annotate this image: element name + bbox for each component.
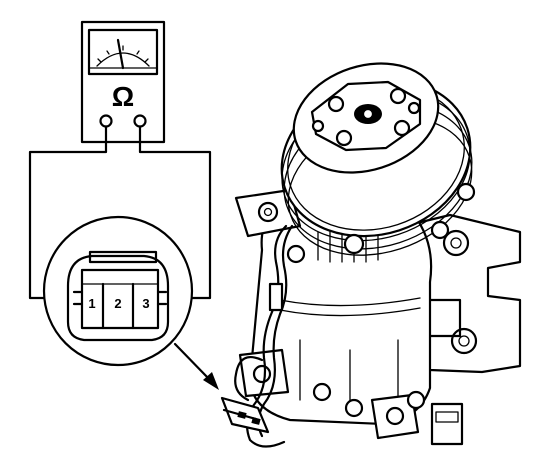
harness-clip bbox=[268, 282, 284, 312]
ohmmeter: Ω bbox=[80, 20, 166, 144]
lead-to-terminal-3 bbox=[138, 125, 212, 300]
harness-connector-plug bbox=[220, 396, 270, 434]
meter-needle bbox=[116, 38, 125, 70]
terminal-label-1: 1 bbox=[88, 296, 95, 311]
meter-display bbox=[87, 28, 159, 76]
meter-probe-jack-right bbox=[133, 114, 147, 128]
clutch-pulley bbox=[280, 62, 473, 256]
connector-shell bbox=[66, 254, 170, 342]
bolt bbox=[343, 233, 365, 255]
magnifier-circle bbox=[42, 215, 194, 367]
service-port bbox=[430, 402, 464, 446]
terminal-label-2: 2 bbox=[114, 296, 121, 311]
connector-magnified-view: 1 2 3 bbox=[42, 215, 194, 367]
ohmmeter-body bbox=[80, 20, 166, 144]
bolt bbox=[344, 398, 364, 418]
ohm-symbol: Ω bbox=[112, 81, 134, 112]
bolt bbox=[456, 182, 476, 202]
meter-probe-jack-left bbox=[99, 114, 113, 128]
bolt bbox=[286, 244, 306, 264]
connector-face bbox=[80, 268, 160, 330]
pointer-arrow bbox=[173, 342, 219, 390]
bolt bbox=[312, 382, 332, 402]
bolt bbox=[406, 390, 426, 410]
ac-compressor bbox=[220, 62, 522, 448]
clutch-wiring-harness bbox=[234, 224, 294, 448]
bolt bbox=[430, 220, 450, 240]
connector-lock-tab bbox=[88, 250, 158, 264]
terminal-label-3: 3 bbox=[142, 296, 149, 311]
